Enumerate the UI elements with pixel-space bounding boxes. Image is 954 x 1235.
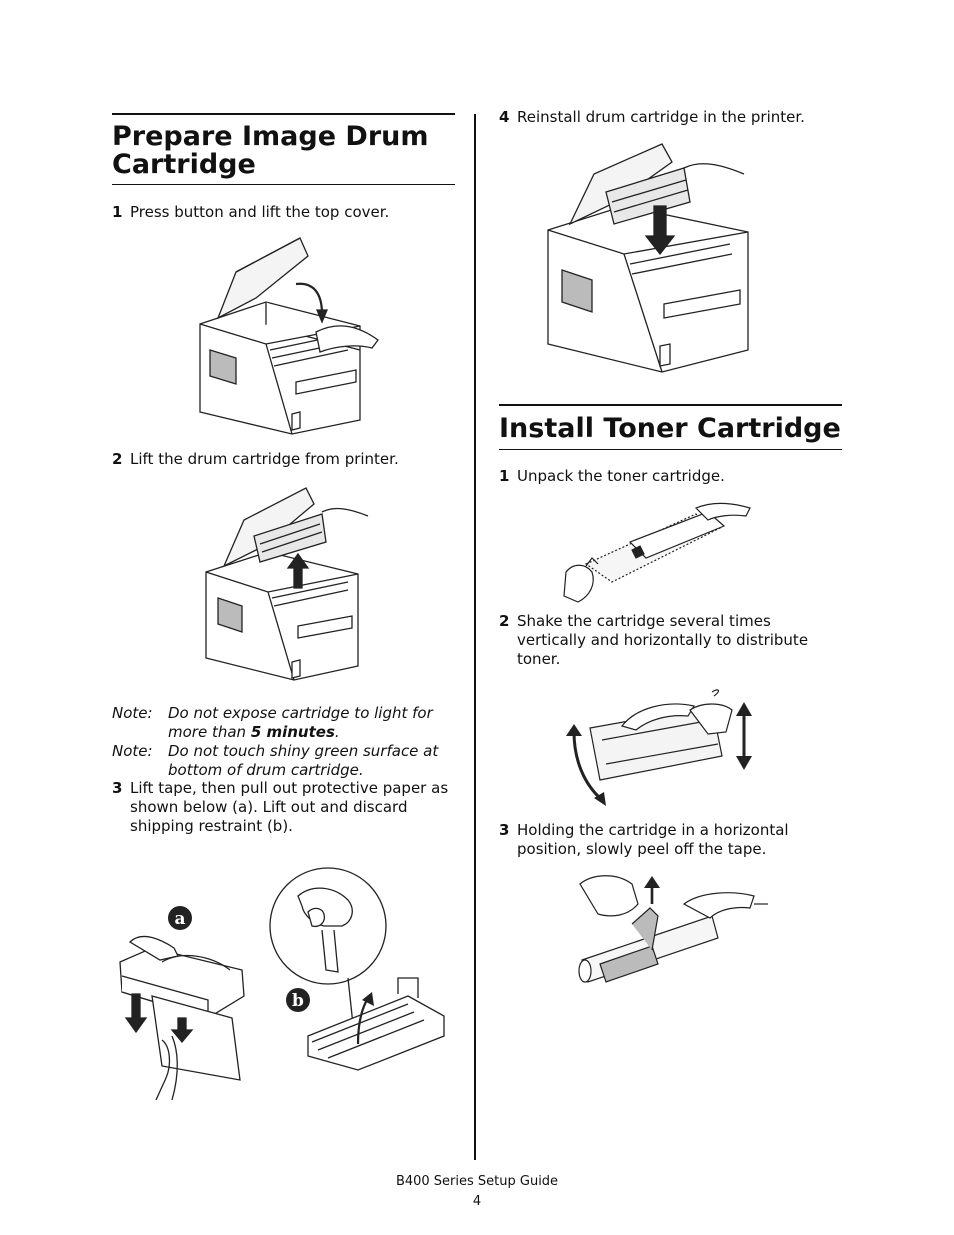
toner-unpack-illustration	[556, 492, 752, 606]
step-1-left: 1 Press button and lift the top cover.	[112, 203, 390, 221]
note-light-exposure: Note: Do not expose cartridge to light f…	[112, 704, 433, 741]
heading-rule-bottom-right	[499, 449, 842, 450]
footer-title: B400 Series Setup Guide	[395, 1174, 559, 1189]
heading-rule-top-right	[499, 404, 842, 406]
callout-a-label: a	[174, 909, 185, 929]
page-number: 4	[472, 1194, 482, 1209]
section-heading-prepare-drum: Prepare Image Drum Cartridge	[112, 121, 429, 180]
note-green-surface: Note: Do not touch shiny green surface a…	[112, 742, 439, 779]
step-2-left: 2 Lift the drum cartridge from printer.	[112, 450, 399, 468]
section-heading-install-toner: Install Toner Cartridge	[499, 413, 841, 444]
protective-paper-removal-illustration: a	[112, 906, 262, 1104]
step-3-left: 3 Lift tape, then pull out protective pa…	[112, 779, 449, 835]
toner-shake-illustration	[566, 684, 752, 806]
callout-b-label: b	[292, 991, 304, 1011]
heading-rule-top-left	[112, 113, 455, 115]
step-1-right: 1 Unpack the toner cartridge.	[499, 467, 725, 485]
toner-peel-tape-illustration	[572, 864, 770, 992]
step-3-right: 3 Holding the cartridge in a horizontal …	[499, 821, 789, 858]
shipping-restraint-removal-illustration: b	[268, 866, 444, 1070]
step-4-right: 4 Reinstall drum cartridge in the printe…	[499, 108, 805, 126]
column-divider	[474, 114, 476, 1160]
printer-cover-open-illustration	[196, 232, 378, 436]
step-2-right: 2 Shake the cartridge several times vert…	[499, 612, 809, 668]
heading-rule-bottom-left	[112, 184, 455, 185]
drum-reinstall-illustration	[544, 140, 756, 378]
drum-lift-illustration	[202, 486, 368, 682]
